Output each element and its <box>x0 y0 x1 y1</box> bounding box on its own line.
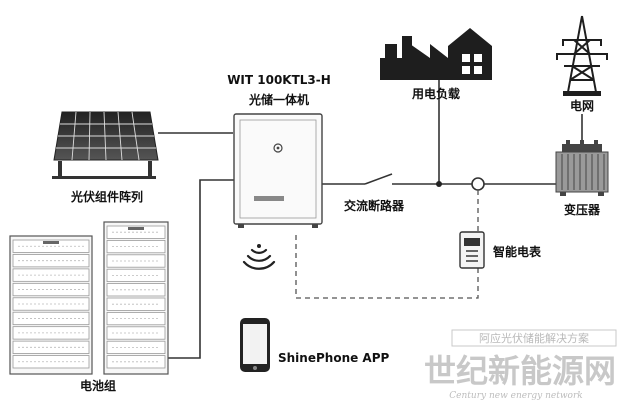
pv-array-label: 光伏组件阵列 <box>70 189 143 204</box>
battery-rack <box>9 235 93 375</box>
inverter-model-label: WIT 100KTL3-H <box>227 73 331 87</box>
smartphone-icon <box>240 318 270 372</box>
watermark-box-text: 阿应光伏储能解决方案 <box>479 331 589 345</box>
grid-label: 电网 <box>570 98 594 113</box>
app-label: ShinePhone APP <box>278 351 390 365</box>
ac-breaker-label: 交流断路器 <box>344 198 405 213</box>
power-tower-icon <box>556 15 608 96</box>
inverter-cabinet-icon <box>233 113 323 228</box>
transformer-icon <box>555 140 609 196</box>
comm-lines <box>295 190 479 299</box>
load-label: 用电负载 <box>411 86 460 101</box>
factory-load-icon <box>380 28 492 80</box>
connection-lines <box>158 80 583 359</box>
watermark-box <box>451 329 617 347</box>
watermark-main: 世纪新能源网 <box>424 352 616 390</box>
solar-panel-icon <box>52 111 159 179</box>
battery-pack-label: 电池组 <box>80 378 116 393</box>
transformer-label: 变压器 <box>564 202 601 217</box>
inverter-name-label: 光储一体机 <box>248 92 309 107</box>
breaker-switch <box>364 173 393 185</box>
battery-rack <box>103 221 169 375</box>
battery-rack-icon <box>9 221 169 375</box>
battery-to-inverter-line <box>168 179 234 359</box>
junction-dot <box>436 181 442 187</box>
smart-meter-icon <box>459 231 485 269</box>
smart-meter-label: 智能电表 <box>492 244 542 259</box>
meter-to-inverter-dash <box>295 232 479 299</box>
ct-sensor <box>471 177 485 191</box>
wifi-signal-icon <box>242 244 276 270</box>
watermark: 阿应光伏储能解决方案 世纪新能源网 Century new energy net… <box>424 329 617 401</box>
watermark-sub: Century new energy network <box>449 391 582 401</box>
